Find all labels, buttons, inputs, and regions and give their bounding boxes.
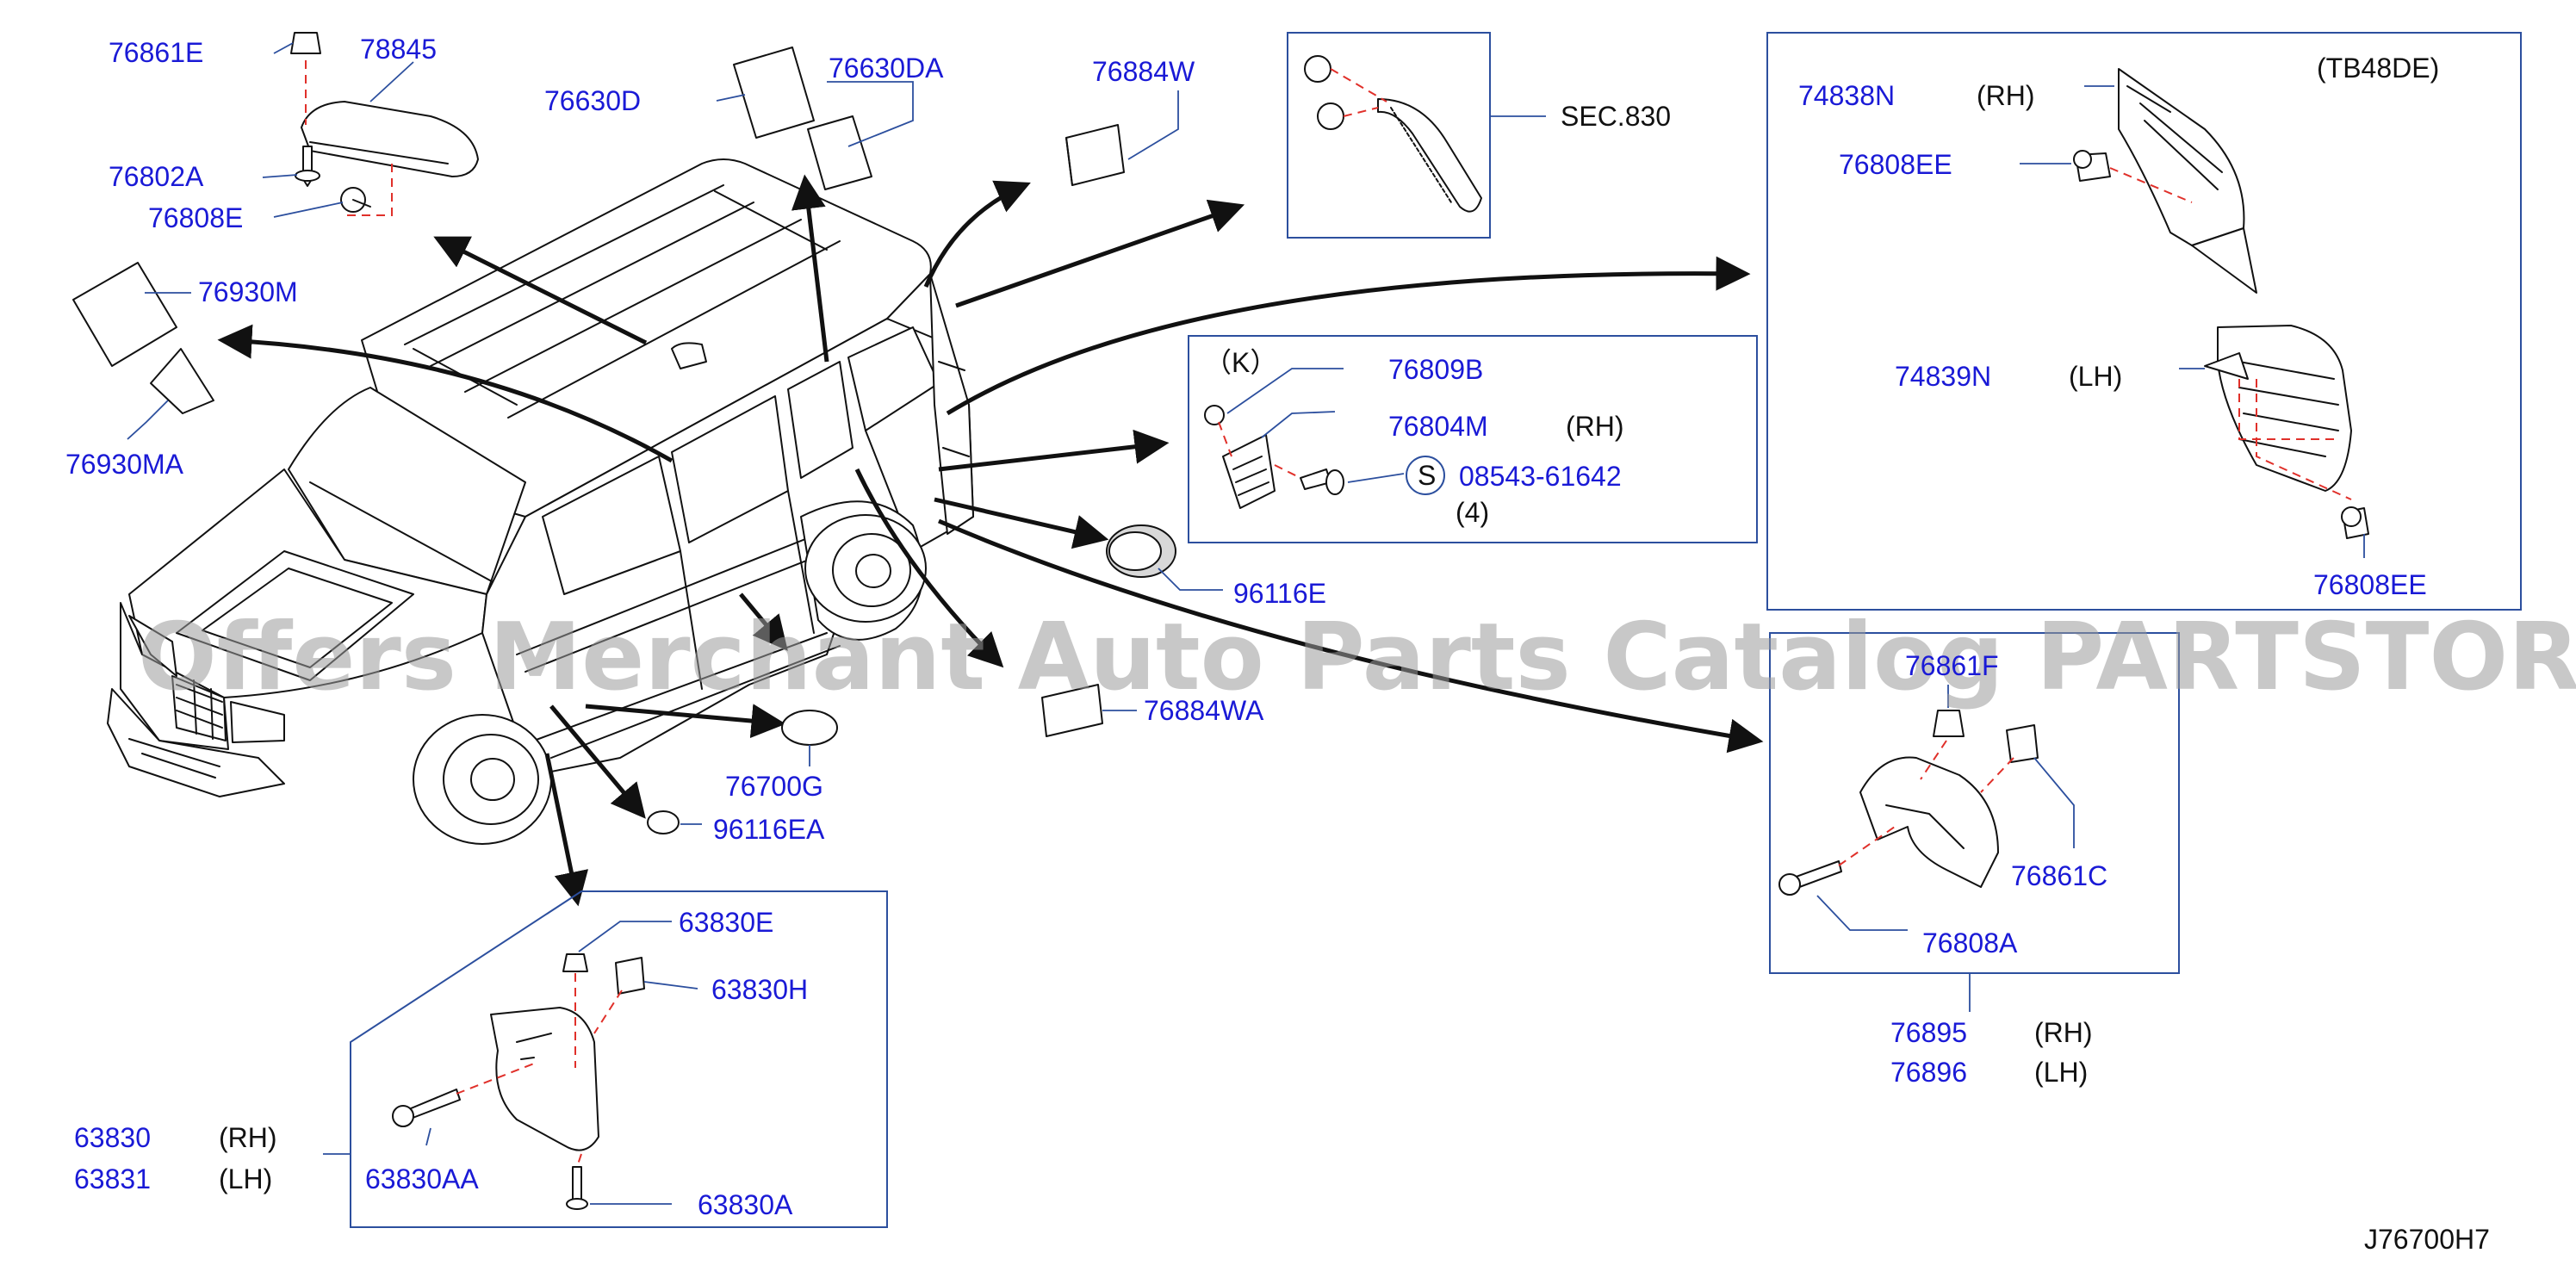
group-76895-76896 — [1769, 632, 2180, 1012]
note-rh-74838N: (RH) — [1977, 80, 2035, 111]
part-63830H[interactable]: 63830H — [711, 974, 808, 1005]
group-76930 — [72, 262, 214, 440]
part-76804M[interactable]: 76804M — [1388, 411, 1488, 442]
part-76808E[interactable]: 76808E — [148, 202, 243, 233]
group-63830 — [323, 890, 888, 1228]
note-rh-76804M: (RH) — [1566, 411, 1624, 442]
group-74838N-74839N — [1766, 32, 2522, 611]
part-76808EE-upper[interactable]: 76808EE — [1839, 149, 1952, 180]
part-76802A[interactable]: 76802A — [109, 161, 204, 192]
part-76630DA[interactable]: 76630DA — [829, 53, 944, 84]
group-76700G — [781, 710, 838, 766]
group-96116EA — [647, 810, 702, 834]
k-box — [1188, 335, 1758, 543]
part-76861F[interactable]: 76861F — [1905, 650, 1999, 681]
group-76884WA — [1041, 684, 1137, 737]
part-63830A[interactable]: 63830A — [698, 1189, 793, 1220]
part-76930M[interactable]: 76930M — [198, 276, 298, 307]
part-74838N[interactable]: 74838N — [1798, 80, 1895, 111]
group-78845 — [262, 32, 479, 218]
pointer-arrows — [217, 174, 1764, 907]
note-k: （K） — [1204, 347, 1277, 378]
part-76861E[interactable]: 76861E — [109, 37, 203, 68]
note-rh-76895: (RH) — [2034, 1017, 2093, 1048]
part-76896[interactable]: 76896 — [1890, 1057, 1967, 1088]
group-76630 — [716, 47, 914, 190]
part-76861C[interactable]: 76861C — [2011, 860, 2107, 891]
part-76808A[interactable]: 76808A — [1922, 927, 2018, 958]
part-76700G[interactable]: 76700G — [725, 771, 823, 802]
part-63830AA[interactable]: 63830AA — [365, 1163, 479, 1194]
sec830-box — [1287, 32, 1546, 239]
part-76808EE-lower[interactable]: 76808EE — [2313, 569, 2427, 600]
part-08543-61642[interactable]: 08543-61642 — [1459, 461, 1622, 492]
part-63830[interactable]: 63830 — [74, 1122, 151, 1153]
part-76630D[interactable]: 76630D — [544, 85, 641, 116]
note-s: S — [1418, 460, 1436, 491]
part-76884WA[interactable]: 76884WA — [1144, 695, 1264, 726]
note-tb48de: (TB48DE) — [2317, 53, 2439, 84]
diagram-code: J76700H7 — [2364, 1224, 2490, 1255]
vehicle-illustration — [107, 158, 974, 845]
part-74839N[interactable]: 74839N — [1895, 361, 1991, 392]
group-76884W — [1065, 90, 1179, 186]
note-rh-63830: (RH) — [219, 1122, 277, 1153]
group-96116E — [1106, 524, 1223, 591]
note-lh-63831: (LH) — [219, 1163, 272, 1194]
part-76884W[interactable]: 76884W — [1092, 56, 1195, 87]
note-qty-4: (4) — [1456, 497, 1489, 528]
part-96116E[interactable]: 96116E — [1233, 578, 1326, 609]
note-sec830: SEC.830 — [1561, 101, 1671, 132]
part-76930MA[interactable]: 76930MA — [65, 449, 184, 480]
part-63831[interactable]: 63831 — [74, 1163, 151, 1194]
note-lh-74839N: (LH) — [2069, 361, 2122, 392]
watermark-text: Offers Merchant Auto Parts Catalog PARTS… — [138, 604, 2576, 711]
part-96116EA[interactable]: 96116EA — [713, 814, 825, 845]
note-lh-76896: (LH) — [2034, 1057, 2088, 1088]
part-78845[interactable]: 78845 — [360, 34, 437, 65]
part-76895[interactable]: 76895 — [1890, 1017, 1967, 1048]
part-76809B[interactable]: 76809B — [1388, 354, 1483, 385]
part-63830E[interactable]: 63830E — [679, 907, 773, 938]
